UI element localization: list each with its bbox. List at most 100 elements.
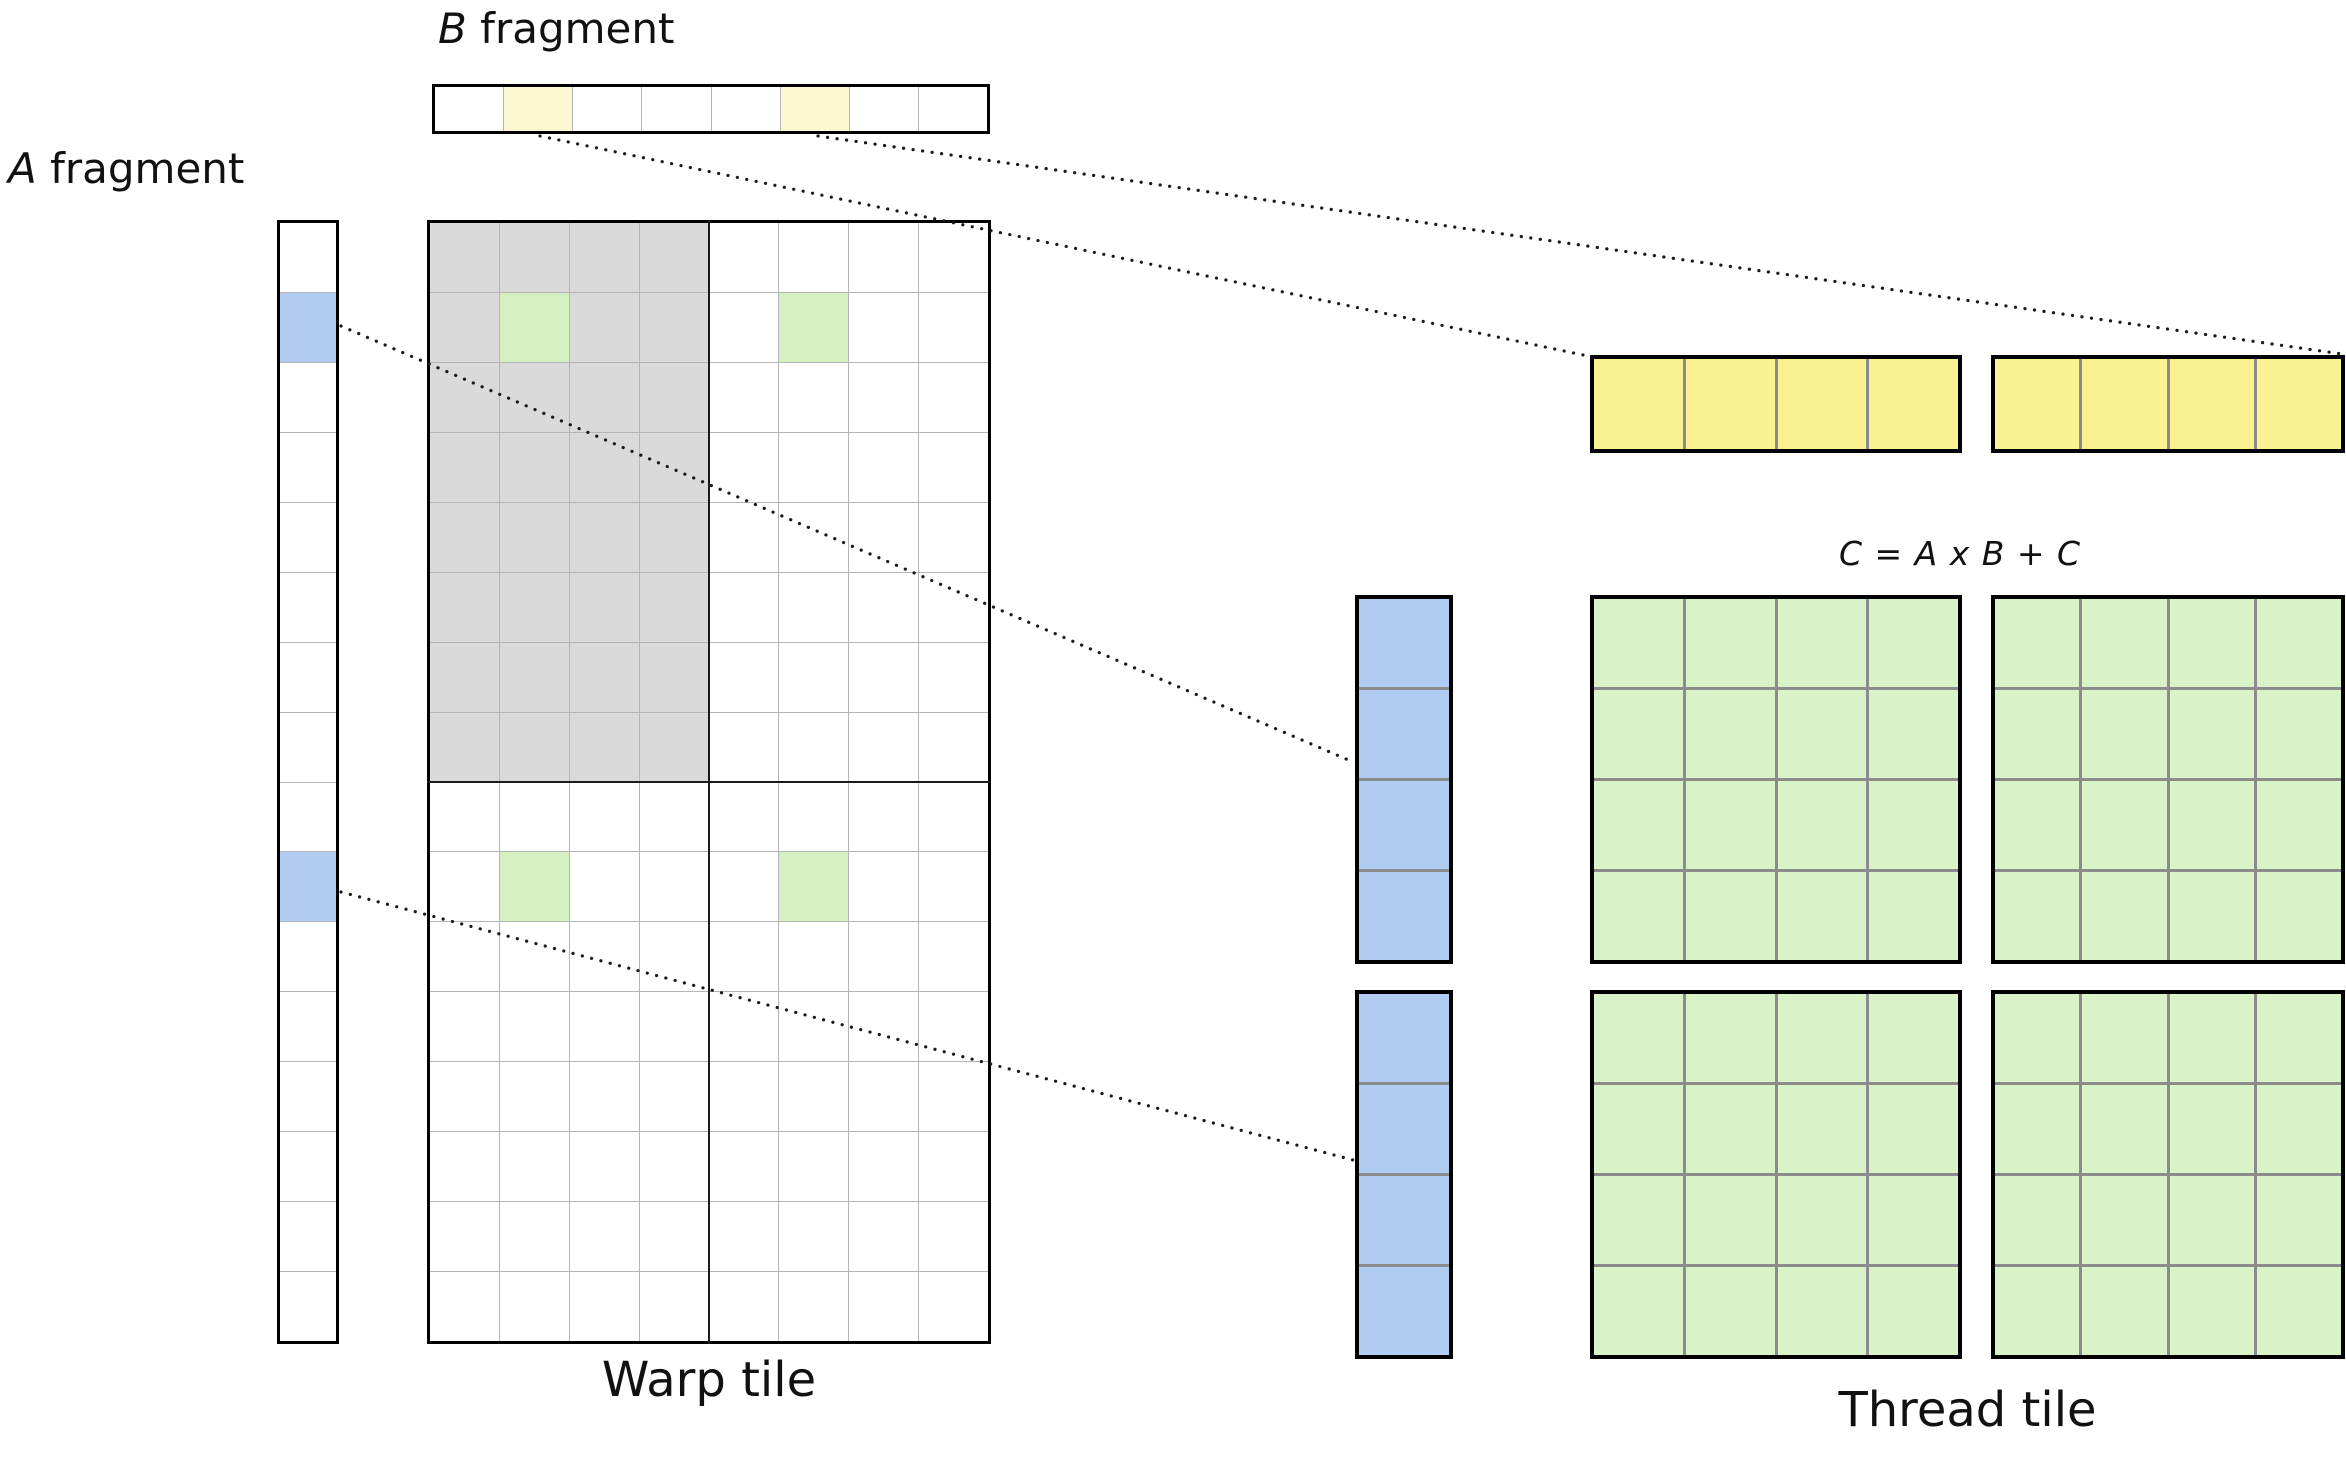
thread-c-accumulator-cell (1777, 599, 1867, 687)
b-fragment-strip (432, 84, 990, 134)
warp-tile-cell (499, 572, 569, 642)
b-fragment-cell (573, 87, 642, 131)
thread-c-accumulator-cell (1777, 872, 1867, 960)
thread-c-accumulator-cell (2169, 781, 2254, 869)
thread-c-accumulator-cell (1995, 1176, 2080, 1264)
a-fragment-cell (280, 782, 336, 852)
warp-tile-cell (430, 1272, 499, 1341)
warp-tile-cell (499, 292, 569, 362)
warp-tile-cell (569, 362, 639, 432)
thread-c-accumulator-cell (1869, 994, 1958, 1082)
warp-tile-cell (430, 1202, 499, 1272)
warp-tile-cell (779, 992, 849, 1062)
warp-tile-cell (849, 572, 919, 642)
thread-c-accumulator-cell (2256, 1176, 2341, 1264)
b-fragment-label-rest: fragment (466, 4, 675, 53)
thread-c-tile-bottom-right (1991, 990, 2345, 1359)
warp-tile-cell (849, 922, 919, 992)
warp-tile-cell (569, 782, 639, 852)
warp-tile-cell (430, 992, 499, 1062)
warp-tile-cell (849, 992, 919, 1062)
warp-tile-cell (639, 362, 709, 432)
warp-tile-cell (849, 1202, 919, 1272)
warp-tile-cell (919, 1132, 988, 1202)
thread-a-fragment-cell (1359, 1267, 1449, 1355)
thread-b-fragment-cell (2169, 359, 2254, 449)
warp-tile-cell (639, 223, 709, 292)
warp-tile-cell (499, 502, 569, 572)
mma-formula-label: C = A x B + C (1838, 534, 2082, 573)
thread-c-tile-bottom-left (1590, 990, 1962, 1359)
warp-tile-cell (499, 362, 569, 432)
warp-tile-cell (569, 502, 639, 572)
thread-c-accumulator-cell (2082, 1176, 2167, 1264)
warp-tile-cell (639, 432, 709, 502)
thread-c-accumulator-cell (2169, 690, 2254, 778)
thread-c-accumulator-cell (1685, 872, 1775, 960)
warp-tile-cell (779, 572, 849, 642)
warp-tile-cell (849, 362, 919, 432)
warp-tile-cell (919, 1272, 988, 1341)
thread-a-fragment-tile-2 (1355, 990, 1453, 1359)
a-fragment-cell (280, 1202, 336, 1272)
warp-tile-cell (430, 922, 499, 992)
thread-c-accumulator-cell (2256, 1085, 2341, 1173)
warp-tile-cell (919, 782, 988, 852)
warp-tile-cell (779, 1202, 849, 1272)
thread-c-accumulator-cell (2256, 690, 2341, 778)
thread-b-fragment-cell (1685, 359, 1775, 449)
thread-c-accumulator-cell (1777, 690, 1867, 778)
warp-tile-cell (569, 712, 639, 782)
a-fragment-cell (280, 1062, 336, 1132)
warp-tile-cell (430, 782, 499, 852)
warp-tile-cell (849, 852, 919, 922)
thread-c-accumulator-cell (2256, 1267, 2341, 1355)
warp-tile-cell (639, 292, 709, 362)
a-fragment-cell (280, 852, 336, 922)
warp-tile-cell (639, 1202, 709, 1272)
thread-c-accumulator-cell (2169, 994, 2254, 1082)
thread-b-fragment-tile-1 (1590, 355, 1962, 453)
warp-tile-cell (849, 782, 919, 852)
warp-tile-cell (639, 642, 709, 712)
thread-c-accumulator-cell (2256, 872, 2341, 960)
warp-tile-cell (919, 712, 988, 782)
a-fragment-label: A fragment (8, 144, 244, 193)
warp-tile-cell (499, 852, 569, 922)
a-fragment-cell (280, 1132, 336, 1202)
a-fragment-cell (280, 572, 336, 642)
warp-tile-cell (569, 922, 639, 992)
thread-c-accumulator-cell (2256, 599, 2341, 687)
warp-tile-cell (499, 782, 569, 852)
warp-tile-cell (919, 1202, 988, 1272)
warp-tile-cell (639, 782, 709, 852)
b-projection-line-right (816, 134, 2344, 356)
warp-tile-cell (779, 502, 849, 572)
thread-a-fragment-cell (1359, 599, 1449, 687)
warp-tile-cell (919, 572, 988, 642)
thread-c-accumulator-cell (1869, 781, 1958, 869)
thread-a-fragment-cell (1359, 994, 1449, 1082)
thread-c-accumulator-cell (2169, 872, 2254, 960)
warp-tile-cell (709, 782, 779, 852)
thread-c-accumulator-cell (1594, 1085, 1683, 1173)
thread-a-fragment-cell (1359, 690, 1449, 778)
warp-tile-cell (919, 362, 988, 432)
thread-c-accumulator-cell (1685, 599, 1775, 687)
warp-tile-cell (499, 432, 569, 502)
thread-c-accumulator-cell (1594, 872, 1683, 960)
warp-tile-cell (569, 1132, 639, 1202)
warp-tile-cell (639, 992, 709, 1062)
thread-c-accumulator-cell (1869, 599, 1958, 687)
thread-c-accumulator-cell (1995, 1085, 2080, 1173)
thread-b-fragment-cell (1777, 359, 1867, 449)
warp-tile-cell (779, 1132, 849, 1202)
warp-tile-cell (709, 922, 779, 992)
thread-c-accumulator-cell (2082, 1267, 2167, 1355)
thread-c-accumulator-cell (1685, 994, 1775, 1082)
a-fragment-cell (280, 432, 336, 502)
warp-tile-cell (499, 922, 569, 992)
warp-tile-cell (919, 922, 988, 992)
thread-b-fragment-cell (2256, 359, 2341, 449)
